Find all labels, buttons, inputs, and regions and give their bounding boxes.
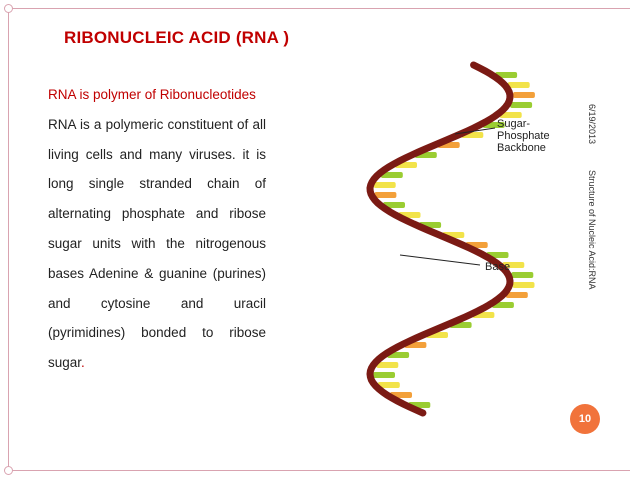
body-paragraph: RNA is a polymeric constituent of all li… (48, 110, 266, 378)
base-rung (373, 372, 395, 378)
base-rung (499, 112, 522, 118)
base-rung (512, 92, 535, 98)
body-line-1: RNA is polymer of Ribonucleotides (48, 87, 256, 102)
sugar-phosphate-backbone (366, 61, 514, 417)
backbone-label-3: Backbone (497, 142, 546, 154)
backbone-label-1: Sugar- (497, 118, 530, 130)
base-rung (510, 102, 533, 108)
base-rung (512, 282, 535, 288)
base-rung (511, 272, 534, 278)
frame-left-line (8, 8, 9, 471)
backbone-pointer-line (454, 127, 496, 135)
slide-title: RIBONUCLEIC ACID (RNA ) (64, 28, 290, 47)
footer-date: 6/19/2013 (587, 104, 597, 145)
footer-title: Structure of Nucleic Acid:RNA (587, 170, 597, 290)
base-rung (502, 262, 525, 268)
base-rung (380, 172, 403, 178)
base-rung (374, 192, 397, 198)
page-number-badge: 10 (570, 404, 600, 434)
base-rung (373, 182, 396, 188)
body-text: RNA is polymer of Ribonucleotides RNA is… (48, 80, 266, 378)
base-rung (376, 362, 399, 368)
corner-dot-bottom-left (4, 466, 13, 475)
body-line-2: RNA is a polymeric constituent of all li… (48, 116, 266, 371)
frame-bottom-line (8, 470, 630, 471)
base-rung (383, 202, 405, 208)
base-rung (505, 292, 528, 298)
backbone-label-2: Phosphate (497, 130, 550, 142)
base-rung (377, 382, 400, 388)
corner-dot-top-left (4, 4, 13, 13)
frame-top-line (8, 8, 630, 9)
base-label: Base (485, 261, 510, 273)
rna-helix-diagram: Sugar- Phosphate Backbone Base (366, 61, 550, 417)
base-rung (495, 72, 518, 78)
body-line-2-end: . (81, 355, 85, 371)
base-pointer-line (399, 254, 481, 266)
base-rung (507, 82, 530, 88)
